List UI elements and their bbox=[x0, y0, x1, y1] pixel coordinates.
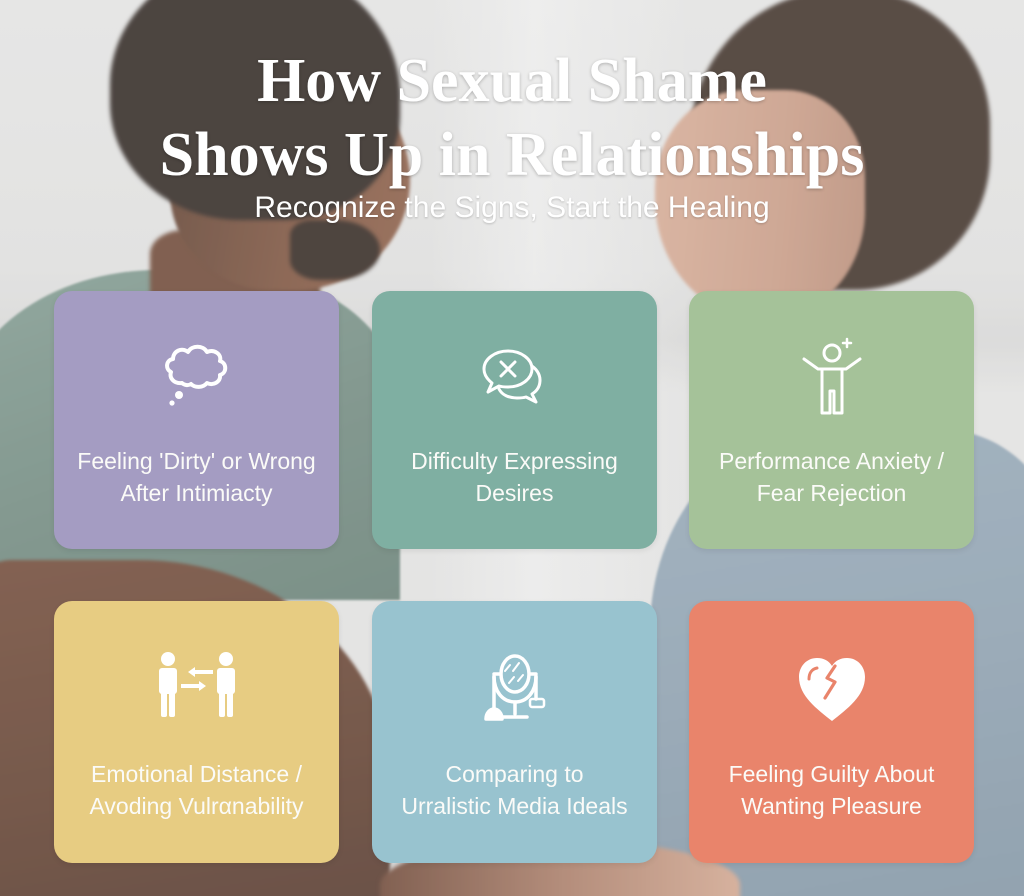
man-hair bbox=[110, 0, 400, 220]
broken-heart-icon bbox=[787, 641, 877, 731]
speech-bubbles-x-icon bbox=[470, 331, 560, 421]
card-label: Difficulty Expressing Desires bbox=[411, 448, 618, 506]
card-label: Feeling Guilty About Wanting Pleasure bbox=[728, 761, 935, 819]
title-line-1: How Sexual Shame bbox=[257, 47, 767, 115]
page-title: How Sexual Shame Shows Up in Relationshi… bbox=[0, 44, 1024, 192]
card-feeling-dirty: Feeling 'Dirty' or Wrong After Intimiact… bbox=[54, 291, 339, 549]
card-emotional-distance: Emotional Distance / Avoding Vulrαnabili… bbox=[54, 601, 339, 863]
vanity-mirror-icon bbox=[470, 641, 560, 731]
card-feeling-guilty: Feeling Guilty About Wanting Pleasure bbox=[689, 601, 974, 863]
card-comparing-media: Comparing to Urralistic Media Ideals bbox=[372, 601, 657, 863]
woman-face bbox=[655, 90, 865, 320]
card-label: Emotional Distance / Avoding Vulrαnabili… bbox=[89, 761, 304, 819]
page-subtitle: Recognize the Signs, Start the Healing bbox=[254, 191, 770, 224]
person-arms-raised-sparkle-icon bbox=[787, 331, 877, 421]
card-label: Feeling 'Dirty' or Wrong After Intimiact… bbox=[77, 448, 316, 506]
card-difficulty-expressing: Difficulty Expressing Desires bbox=[372, 291, 657, 549]
card-label: Performance Anxiety / Fear Rejection bbox=[719, 448, 944, 506]
card-performance-anxiety: Performance Anxiety / Fear Rejection bbox=[689, 291, 974, 549]
card-label: Comparing to Urralistic Media Ideals bbox=[401, 761, 628, 819]
two-people-arrows-icon bbox=[152, 641, 242, 731]
thought-bubble-icon bbox=[152, 331, 242, 421]
title-line-2: Shows Up in Relationships bbox=[159, 121, 865, 189]
man-beard bbox=[290, 220, 380, 280]
